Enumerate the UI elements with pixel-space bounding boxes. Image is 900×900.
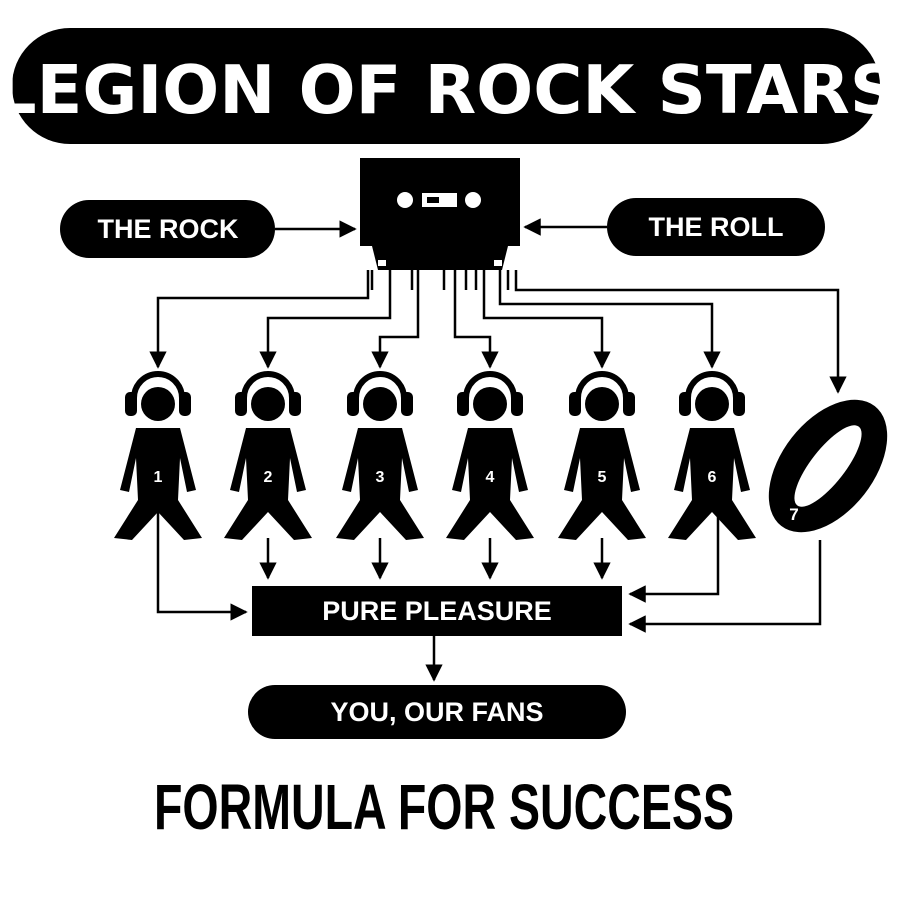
band-member-2: 2 xyxy=(224,374,312,540)
record-number: 7 xyxy=(789,505,798,524)
band-member-4: 4 xyxy=(446,374,534,540)
the-roll-pill xyxy=(607,198,825,256)
member-number-5: 5 xyxy=(598,469,607,486)
pure-pleasure-label: PURE PLEASURE xyxy=(322,596,552,626)
band-member-6: 6 xyxy=(668,374,756,540)
band-member-3: 3 xyxy=(336,374,424,540)
band-member-5: 5 xyxy=(558,374,646,540)
member-connectors xyxy=(156,512,822,633)
fans-label: YOU, OUR FANS xyxy=(330,697,543,727)
member-number-4: 4 xyxy=(486,469,495,486)
headphone-figure-icon xyxy=(668,374,756,540)
member-number-1: 1 xyxy=(154,469,163,486)
member-number-2: 2 xyxy=(264,469,273,486)
record-icon xyxy=(768,399,888,533)
member-number-6: 6 xyxy=(708,469,717,486)
pure-pleasure-box xyxy=(252,586,622,636)
the-rock-pill xyxy=(60,200,275,258)
fans-pill xyxy=(248,685,626,739)
title-banner xyxy=(12,28,880,144)
headphone-figure-icon xyxy=(446,374,534,540)
headphone-figure-icon xyxy=(558,374,646,540)
the-roll-label: THE ROLL xyxy=(649,212,784,242)
footer-title: FORMULA FOR SUCCESS xyxy=(154,771,734,843)
page-title: LEGION OF ROCK STARS xyxy=(0,51,898,129)
member-number-3: 3 xyxy=(376,469,385,486)
the-rock-label: THE ROCK xyxy=(98,214,240,244)
headphone-figure-icon xyxy=(336,374,424,540)
cassette-connectors xyxy=(149,270,847,394)
headphone-figure-icon xyxy=(224,374,312,540)
band-member-1: 1 xyxy=(114,374,202,540)
cassette-icon xyxy=(360,158,520,270)
